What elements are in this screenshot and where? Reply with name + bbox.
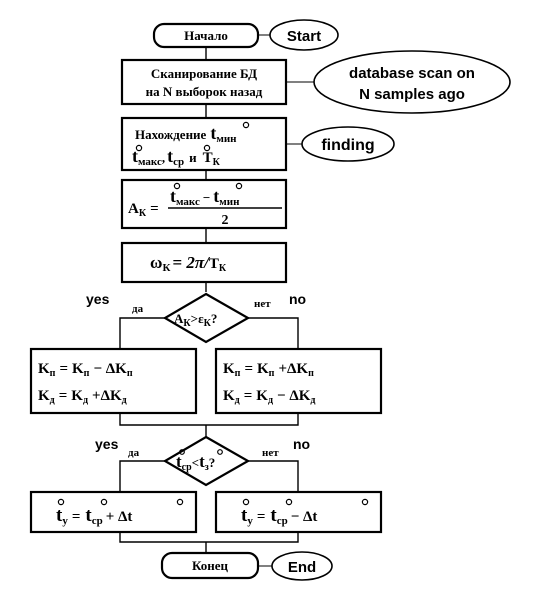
degree-mark <box>176 498 184 506</box>
decision-temperature: tср<tз? yes да нет no <box>95 435 310 487</box>
find-annotation: finding <box>301 126 395 162</box>
decision2-yes-en: yes <box>95 436 119 452</box>
connector-decision1-yes <box>119 317 165 349</box>
left1-row2: Kд=Kд+ΔKд <box>38 388 127 406</box>
decision1-no-en: no <box>289 291 306 307</box>
degree-mark <box>285 498 293 506</box>
decision-amplitude: AК>εК? yes да нет no <box>86 291 306 344</box>
degree-mark <box>57 498 65 506</box>
connector-decision2-yes <box>119 460 165 492</box>
decision1-condition: AК>εК? <box>174 311 217 329</box>
degree-mark <box>173 182 181 190</box>
end-terminal: Конец <box>160 551 260 580</box>
connector-merge1 <box>119 413 299 426</box>
find-note: finding <box>321 137 374 154</box>
gain-update-right: Kп=Kп+ΔKп Kд=Kд− ΔKд <box>214 347 383 415</box>
degree-mark <box>242 121 250 129</box>
end-note: End <box>288 559 316 576</box>
amplitude-denominator: 2 <box>222 213 229 228</box>
end-label: Конец <box>192 558 229 573</box>
connector-decision1-no <box>248 317 299 349</box>
decision2-no-ru: нет <box>262 447 279 459</box>
start-label: Начало <box>184 28 228 43</box>
start-note: Start <box>287 28 321 45</box>
left1-row1: Kп=Kп− ΔKп <box>38 361 133 379</box>
right1-row1: Kп=Kп+ΔKп <box>223 361 314 379</box>
left2-formula: tу=tср+ Δt <box>56 505 132 527</box>
amplitude-process: AК= tмакс−tмин 2 <box>120 178 288 230</box>
scan-annotation: database scan on N samples ago <box>313 50 511 114</box>
start-annotation: Start <box>269 19 339 51</box>
end-annotation: End <box>271 551 333 581</box>
connector-merge2 <box>119 532 299 543</box>
scan-line1: Сканирование БД <box>151 66 257 81</box>
connector-decision2-no <box>248 460 299 492</box>
decision2-yes-ru: да <box>128 447 140 459</box>
omega-formula: ωК= 2π/TК <box>150 253 227 274</box>
decision1-yes-en: yes <box>86 291 110 307</box>
amplitude-numerator: tмакс−tмин <box>170 186 240 208</box>
degree-mark <box>100 498 108 506</box>
scan-process: Сканирование БД на N выборок назад <box>120 58 288 106</box>
degree-mark <box>235 182 243 190</box>
degree-mark <box>217 449 223 455</box>
decision1-no-ru: нет <box>254 298 271 310</box>
decision1-yes-ru: да <box>132 303 144 315</box>
scan-note-line1: database scan on <box>349 65 475 82</box>
scan-note-line2: N samples ago <box>359 86 465 103</box>
gain-update-left: Kп=Kп− ΔKп Kд=Kд+ΔKд <box>29 347 198 415</box>
setpoint-update-right: tу=tср− Δt <box>214 490 383 534</box>
connectors <box>119 34 314 567</box>
omega-process: ωК= 2π/TК <box>120 241 288 284</box>
decision2-condition: tср<tз? <box>176 452 215 473</box>
right2-formula: tу=tср− Δt <box>241 505 317 527</box>
degree-mark <box>135 144 143 152</box>
degree-mark <box>179 449 185 455</box>
scan-line2: на N выборок назад <box>146 84 263 99</box>
start-terminal: Начало <box>152 22 260 49</box>
degree-mark <box>361 498 369 506</box>
degree-mark <box>203 144 211 152</box>
amplitude-lhs: AК= <box>128 201 159 219</box>
degree-mark <box>242 498 250 506</box>
decision2-no-en: no <box>293 436 310 452</box>
setpoint-update-left: tу=tср+ Δt <box>29 490 198 534</box>
right1-row2: Kд=Kд− ΔKд <box>223 388 315 406</box>
